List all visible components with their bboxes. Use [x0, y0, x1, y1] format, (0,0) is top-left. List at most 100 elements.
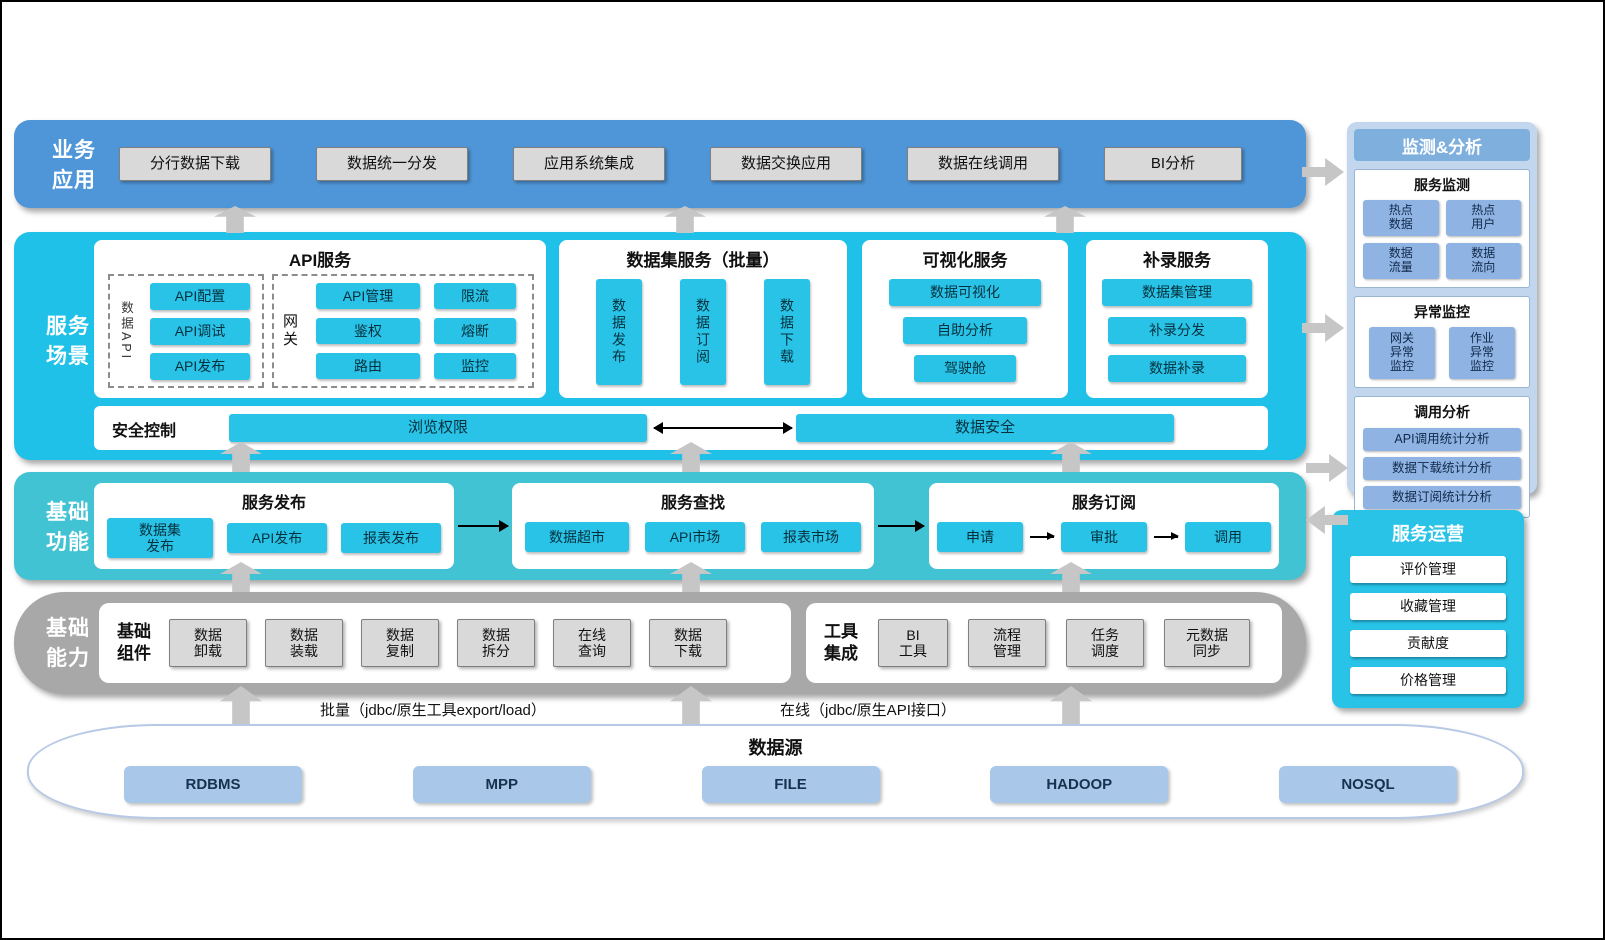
business-items-row: 分行数据下载 数据统一分发 应用系统集成 数据交换应用 数据在线调用 BI分析: [119, 120, 1242, 208]
service-publish-title: 服务发布: [241, 495, 306, 512]
data-visualization-button[interactable]: 数据可视化: [889, 279, 1041, 306]
subscribe-stats-button[interactable]: 数据订阅统计分析: [1363, 486, 1521, 509]
data-security-bar[interactable]: 数据安全: [796, 414, 1174, 442]
service-operation-items: 评价管理 收藏管理 贡献度 价格管理: [1332, 556, 1524, 694]
batch-connector-label: 批量（jdbc/原生工具export/load）: [320, 702, 546, 719]
gateway-circuit-break-button[interactable]: 熔断: [434, 318, 516, 344]
up-arrow-scene-to-business-1: [214, 206, 256, 233]
datasource-title: 数据源: [748, 738, 803, 758]
business-data-distribution[interactable]: 数据统一分发: [316, 147, 468, 181]
gateway-abnormal-button[interactable]: 网关 异常 监控: [1369, 327, 1435, 379]
invoke-analysis-title: 调用分析: [1414, 404, 1470, 420]
data-copy-button[interactable]: 数据 复制: [361, 619, 439, 667]
tool-integration-label: 工具 集成: [824, 621, 858, 663]
datasource-mpp[interactable]: MPP: [412, 766, 591, 803]
online-connector-label: 在线（jdbc/原生API接口）: [780, 702, 956, 719]
approve-button[interactable]: 审批: [1061, 522, 1147, 552]
data-api-label: 数据API: [119, 300, 133, 362]
gateway-monitor-button[interactable]: 监控: [434, 353, 516, 379]
contribution-button[interactable]: 贡献度: [1350, 630, 1506, 657]
dataset-manage-button[interactable]: 数据集管理: [1102, 279, 1252, 306]
supplement-items: 数据集管理 补录分发 数据补录: [1086, 279, 1268, 382]
data-publish-button[interactable]: 数据发布: [596, 279, 642, 385]
data-unload-button[interactable]: 数据 卸载: [169, 619, 247, 667]
api-publish-button[interactable]: API发布: [150, 352, 250, 380]
data-split-button[interactable]: 数据 拆分: [457, 619, 535, 667]
service-operation-panel: 服务运营 评价管理 收藏管理 贡献度 价格管理: [1332, 510, 1524, 708]
cockpit-button[interactable]: 驾驶舱: [914, 355, 1016, 382]
data-flow-button[interactable]: 数据 流向: [1445, 243, 1521, 279]
data-supermarket-button[interactable]: 数据超市: [525, 522, 629, 552]
api-debug-button[interactable]: API调试: [150, 317, 250, 345]
task-schedule-button[interactable]: 任务 调度: [1066, 619, 1144, 667]
gateway-rate-limit-button[interactable]: 限流: [434, 283, 516, 309]
layer-basic-function-label: 基础 功能: [46, 501, 90, 555]
report-publish-button[interactable]: 报表发布: [341, 523, 441, 553]
monitor-analysis-panel: 监测&分析 服务监测 热点 数据 热点 用户 数据 流量 数据 流向 异常监控 …: [1347, 122, 1537, 518]
data-traffic-button[interactable]: 数据 流量: [1363, 243, 1439, 279]
business-data-exchange[interactable]: 数据交换应用: [710, 147, 862, 181]
up-arrow-scene-to-business-3: [1044, 206, 1086, 233]
service-search-title: 服务查找: [660, 495, 725, 512]
data-download-ability-button[interactable]: 数据 下载: [649, 619, 727, 667]
hot-data-button[interactable]: 热点 数据: [1363, 200, 1439, 236]
download-stats-button[interactable]: 数据下载统计分析: [1363, 457, 1521, 480]
online-query-button[interactable]: 在线 查询: [553, 619, 631, 667]
invoke-button[interactable]: 调用: [1185, 522, 1271, 552]
price-manage-button[interactable]: 价格管理: [1350, 667, 1506, 694]
data-load-button[interactable]: 数据 装载: [265, 619, 343, 667]
supplement-distribute-button[interactable]: 补录分发: [1108, 317, 1246, 344]
gateway-api-manage-button[interactable]: API管理: [316, 283, 420, 309]
datasource-hadoop[interactable]: HADOOP: [990, 766, 1169, 803]
apply-button[interactable]: 申请: [937, 522, 1023, 552]
api-service-box: API服务 数据API API配置 API调试 API发布 网关 API管理 限…: [94, 240, 546, 398]
self-analysis-button[interactable]: 自助分析: [903, 317, 1027, 344]
layer-service-scene: 服务 场景 API服务 数据API API配置 API调试 API发布 网关 A…: [14, 232, 1306, 460]
security-double-arrow: [653, 422, 793, 434]
service-search-box: 服务查找 数据超市 API市场 报表市场: [512, 483, 874, 569]
data-download-button[interactable]: 数据下载: [764, 279, 810, 385]
business-online-invoke[interactable]: 数据在线调用: [907, 147, 1059, 181]
service-monitor-title: 服务监测: [1414, 177, 1470, 193]
data-subscribe-button[interactable]: 数据订阅: [680, 279, 726, 385]
api-config-button[interactable]: API配置: [150, 282, 250, 310]
browse-permission-bar[interactable]: 浏览权限: [229, 414, 647, 442]
favorite-manage-button[interactable]: 收藏管理: [1350, 593, 1506, 620]
datasource-nosql[interactable]: NOSQL: [1279, 766, 1457, 803]
up-arrow-scene-to-business-2: [664, 206, 706, 233]
datasource-items: RDBMS MPP FILE HADOOP NOSQL: [124, 766, 1457, 803]
abnormal-monitor-items: 网关 异常 监控 作业 异常 监控: [1363, 327, 1521, 379]
gateway-auth-button[interactable]: 鉴权: [316, 318, 420, 344]
layer-business: 业务 应用 分行数据下载 数据统一分发 应用系统集成 数据交换应用 数据在线调用…: [14, 120, 1306, 208]
abnormal-monitor-card: 异常监控 网关 异常 监控 作业 异常 监控: [1354, 296, 1530, 388]
api-market-button[interactable]: API市场: [645, 522, 745, 552]
bi-tool-button[interactable]: BI 工具: [878, 619, 948, 667]
service-monitor-items: 热点 数据 热点 用户 数据 流量 数据 流向: [1363, 200, 1521, 279]
visual-service-title: 可视化服务: [922, 251, 1008, 270]
business-app-integration[interactable]: 应用系统集成: [513, 147, 665, 181]
business-branch-data-download[interactable]: 分行数据下载: [119, 147, 271, 181]
api-publish-func-button[interactable]: API发布: [227, 523, 327, 553]
service-subscribe-title: 服务订阅: [1071, 495, 1136, 512]
data-api-group: 数据API API配置 API调试 API发布: [108, 274, 264, 388]
supplement-service-box: 补录服务 数据集管理 补录分发 数据补录: [1086, 240, 1268, 398]
report-market-button[interactable]: 报表市场: [761, 522, 861, 552]
evaluation-manage-button[interactable]: 评价管理: [1350, 556, 1506, 583]
dataset-service-title: 数据集服务（批量）: [626, 251, 780, 270]
service-publish-items: 数据集 发布 API发布 报表发布: [94, 518, 454, 558]
gateway-route-button[interactable]: 路由: [316, 353, 420, 379]
security-control-label: 安全控制: [112, 423, 177, 440]
gateway-items: API管理 限流 鉴权 熔断 路由 监控: [316, 283, 516, 379]
metadata-sync-button[interactable]: 元数据 同步: [1164, 619, 1250, 667]
api-call-stats-button[interactable]: API调用统计分析: [1363, 428, 1521, 451]
data-supplement-button[interactable]: 数据补录: [1108, 355, 1246, 382]
hot-user-button[interactable]: 热点 用户: [1445, 200, 1521, 236]
datasource-file[interactable]: FILE: [701, 766, 880, 803]
right-arrow-business-to-monitor: [1302, 158, 1344, 186]
datasource-rdbms[interactable]: RDBMS: [124, 766, 302, 803]
job-abnormal-button[interactable]: 作业 异常 监控: [1449, 327, 1515, 379]
process-manage-button[interactable]: 流程 管理: [968, 619, 1046, 667]
business-bi-analysis[interactable]: BI分析: [1104, 147, 1242, 181]
dataset-publish-button[interactable]: 数据集 发布: [107, 518, 213, 558]
service-subscribe-box: 服务订阅 申请 审批 调用: [929, 483, 1279, 569]
